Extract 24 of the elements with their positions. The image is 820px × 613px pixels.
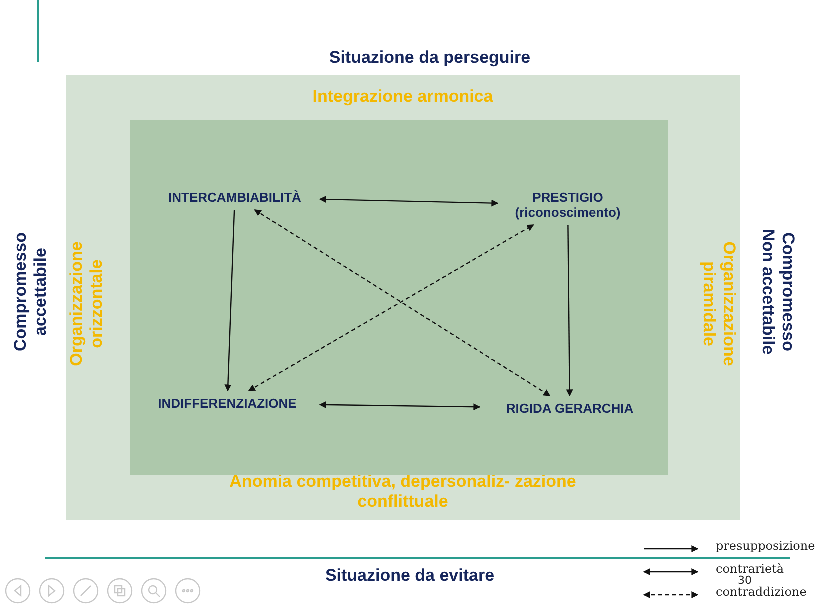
term-label: INTERCAMBIABILITÀ	[155, 190, 315, 205]
arrow	[319, 196, 499, 207]
side-heading: Compromesso accettabile	[11, 231, 51, 354]
vertical-label: Organizzazione piramidale	[699, 240, 739, 368]
arrow	[566, 225, 574, 397]
vertical-label: Organizzazione orizzontale	[67, 240, 107, 368]
inner-panel	[130, 120, 668, 475]
dashed-arrow	[248, 224, 534, 392]
legend-label: contrarietà	[716, 562, 784, 576]
term-label: RIGIDA GERARCHIA	[485, 401, 655, 416]
term-label: PRESTIGIO (riconoscimento)	[503, 190, 633, 220]
heading: Situazione da perseguire	[328, 48, 532, 68]
arrow	[319, 401, 481, 411]
side-heading: Compromesso Non accettabile	[758, 228, 798, 357]
outer-panel	[66, 75, 740, 520]
dashed-arrow	[254, 210, 551, 396]
term-label: INDIFFERENZIAZIONE	[140, 396, 315, 411]
page-number: 30	[738, 574, 752, 587]
arrow	[224, 210, 236, 392]
band-label: Anomia competitiva, depersonaliz- zazione conflittuale	[228, 472, 578, 512]
legend-label: presupposizione	[716, 539, 816, 553]
heading: Situazione da evitare	[324, 566, 496, 586]
legend-label: contraddizione	[716, 585, 807, 599]
band-label: Integrazione armonica	[312, 87, 494, 107]
